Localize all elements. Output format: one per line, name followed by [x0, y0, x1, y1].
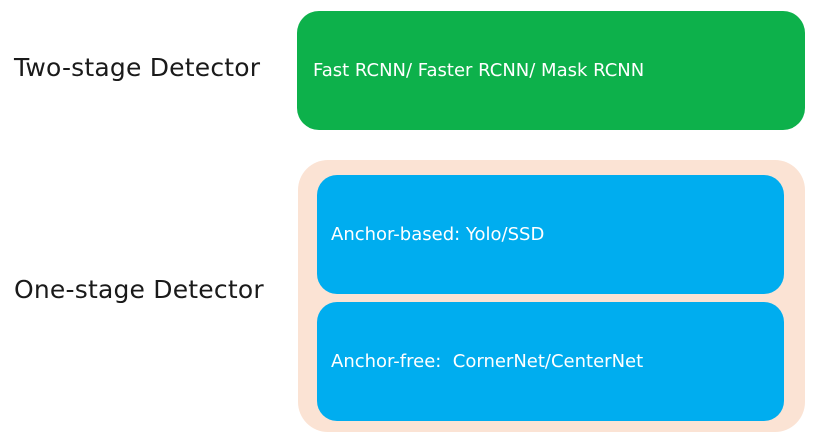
two-stage-methods-text: Fast RCNN/ Faster RCNN/ Mask RCNN [313, 60, 645, 81]
anchor-free-text: Anchor-free: CornerNet/CenterNet [331, 351, 644, 372]
anchor-based-box: Anchor-based: Yolo/SSD [317, 175, 784, 294]
one-stage-detector-label: One-stage Detector [14, 275, 264, 304]
two-stage-methods-box: Fast RCNN/ Faster RCNN/ Mask RCNN [297, 11, 805, 130]
anchor-free-box: Anchor-free: CornerNet/CenterNet [317, 302, 784, 421]
anchor-based-text: Anchor-based: Yolo/SSD [331, 224, 545, 245]
two-stage-detector-label: Two-stage Detector [14, 53, 261, 82]
